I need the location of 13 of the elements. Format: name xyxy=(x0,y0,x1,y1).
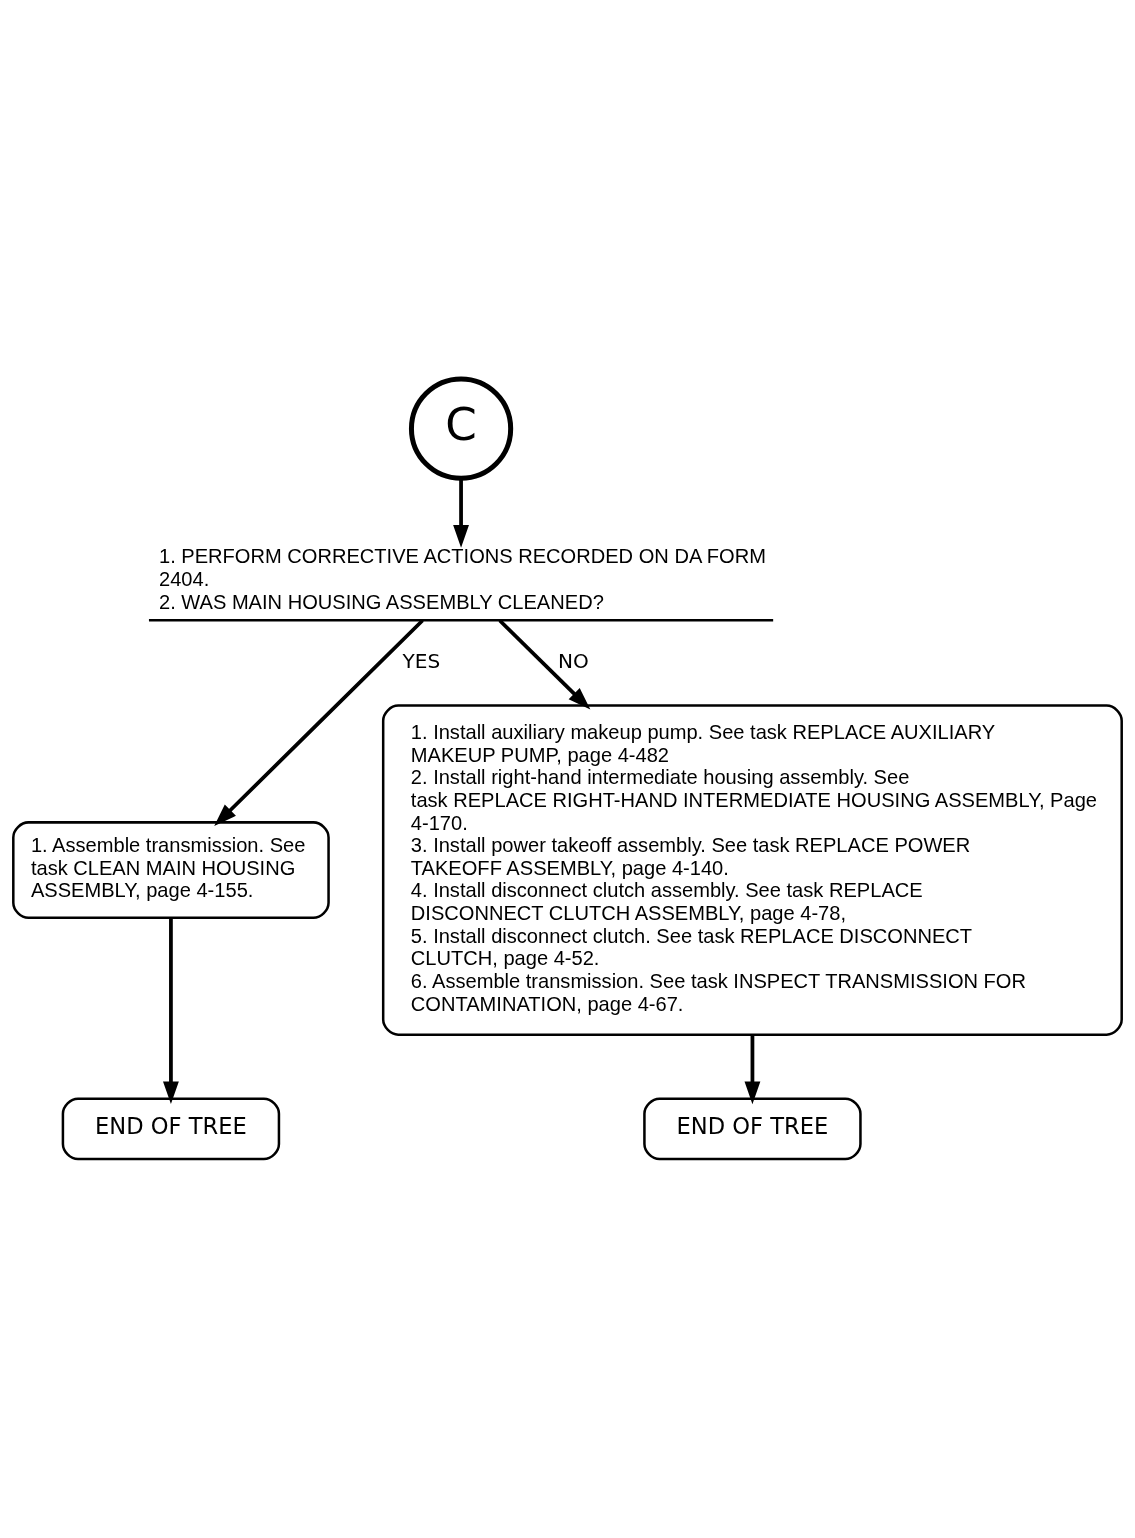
arrow xyxy=(744,1034,761,1105)
node-circle: C xyxy=(408,376,514,481)
arrow xyxy=(163,918,179,1105)
node-box: END OF TREE xyxy=(643,1097,862,1161)
edge-label: YES xyxy=(402,648,441,673)
arrow xyxy=(453,478,469,548)
node-box: 1. Install auxiliary makeup pump. See task REPLACE AUXILIARY MAKEUP PUMP, page 4-482 2. Install right-hand intermediate housing assembly. See task REPLACE RIGHT-HAND INTERMEDIATE HOUSING ASSEMBLY, Page 4-170. 3. Install power takeoff assembly. See task REPLACE POWER TAKEOFF ASSEMBLY, page 4-140. 4. Install disconnect clutch assembly. See task REPLACE DISCONNECT CLUTCH ASSEMBLY, page 4-78, 5. Install disconnect clutch. See task REPLACE DISCONNECT CLUTCH, page 4-52. 6. Assemble transmission. See task INSPECT TRANSMISSION FOR CONTAMINATION, page 4-67. xyxy=(381,704,1123,1036)
arrow xyxy=(214,619,424,827)
edge-label: NO xyxy=(557,648,589,673)
node-text: 1. PERFORM CORRECTIVE ACTIONS RECORDED ON DA FORM 2404. 2. WAS MAIN HOUSING ASSEMBLY CLEANED? xyxy=(159,545,766,613)
node-box: END OF TREE xyxy=(61,1097,281,1161)
node-box: 1. Assemble transmission. See task CLEAN MAIN HOUSING ASSEMBLY, page 4-155. xyxy=(12,821,330,920)
arrow xyxy=(498,619,591,710)
